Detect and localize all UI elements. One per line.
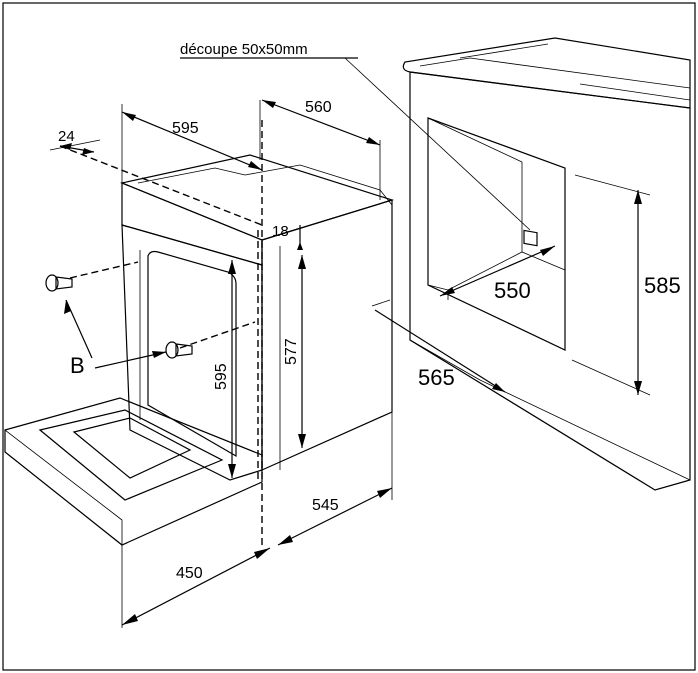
- dim-595-top-label: 595: [172, 120, 199, 137]
- dim-450-label: 450: [176, 565, 203, 582]
- dim-18-label: 18: [272, 223, 289, 240]
- door-window: [72, 417, 192, 479]
- dim-24-label: 24: [58, 128, 75, 145]
- dim-545-label: 545: [312, 497, 339, 514]
- dim-595-front-label: 595: [213, 363, 230, 390]
- oven-cavity: [147, 250, 237, 458]
- dim-550-label: 550: [494, 278, 531, 303]
- screw-lower: [165, 341, 193, 359]
- countertop-edge: [419, 57, 691, 89]
- cutout-square: [523, 229, 538, 247]
- countertop: [402, 37, 691, 109]
- dim-585-label: 585: [644, 273, 681, 298]
- cutout-note-label: découpe 50x50mm: [180, 41, 308, 58]
- dim-565-label: 565: [418, 365, 455, 390]
- cabinet-front: [409, 71, 691, 491]
- cutout-leader: [344, 57, 531, 231]
- oven-side: [261, 199, 393, 471]
- cabinet: [180, 37, 691, 491]
- screw-upper: [45, 274, 73, 292]
- control-panel: [121, 182, 263, 266]
- cabinet-opening: [427, 117, 566, 351]
- callout-b-label: B: [70, 353, 85, 378]
- dim-560-label: 560: [305, 99, 332, 116]
- dim-577-label: 577: [283, 338, 300, 365]
- oven: [4, 120, 395, 546]
- oven-front: [121, 224, 263, 481]
